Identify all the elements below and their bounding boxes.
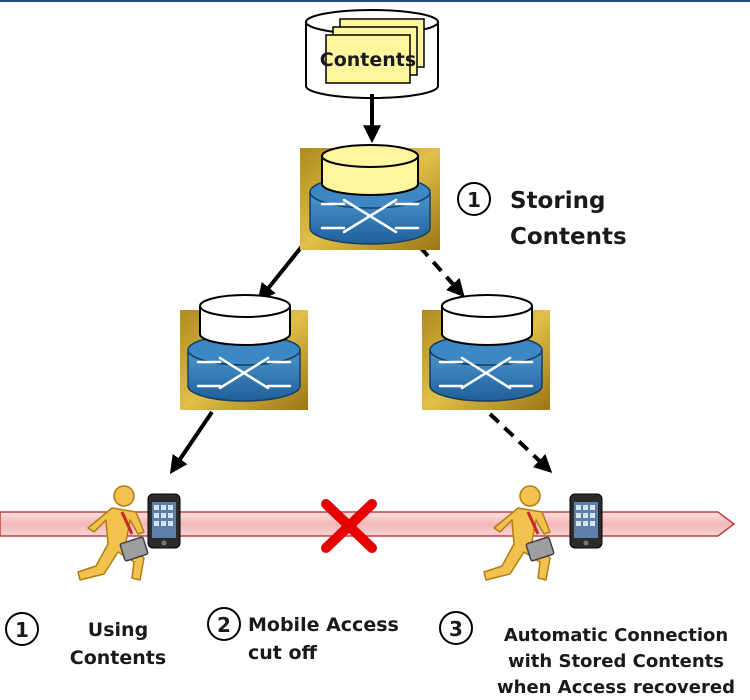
database-icon [321,144,419,196]
step-reconnect-line2: with Stored Contents [508,651,724,672]
arrow-right-to-user [488,412,553,473]
content-database: Contents [305,9,439,99]
step-cutoff-line2: cut off [248,642,318,664]
smartphone-icon [569,493,603,549]
step-cutoff-line1: Mobile Access [248,614,399,636]
step-number-badge [457,182,491,216]
arrow-root-to-right [418,245,465,298]
walking-person-icon [483,485,555,581]
root-cache-router [300,144,440,250]
step-storing-line2: Contents [510,224,627,250]
right-user [483,485,603,581]
step-using-line2: Contents [70,647,166,669]
step-reconnect-line3: when Access recovered [497,677,735,698]
arrow-left-to-user [169,410,214,474]
step-using: 1 Using Contents [5,612,166,669]
step-storing: 1 Storing Contents [457,182,627,250]
cut-mark-icon [321,499,377,553]
database-icon [199,294,291,346]
left-edge-router [180,294,308,410]
step-number-badge [5,612,39,646]
database-icon [441,294,533,346]
smartphone-icon [147,493,181,549]
walking-person-icon [77,485,149,581]
step-number-badge [439,611,473,645]
content-db-label: Contents [320,49,416,71]
left-user [77,485,181,581]
step-cutoff: 2 Mobile Access cut off [207,607,399,664]
step-number: 1 [15,618,29,642]
step-number: 1 [467,188,481,212]
step-reconnect-line1: Automatic Connection [504,625,728,646]
database-icon [305,9,439,99]
right-edge-router [422,294,550,410]
step-number: 2 [217,613,231,637]
arrow-root-to-left [257,243,305,302]
step-number-badge [207,607,241,641]
step-reconnect: 3 Automatic Connection with Stored Conte… [439,611,735,698]
step-using-line1: Using [88,619,148,641]
step-storing-line1: Storing [510,188,605,214]
step-number: 3 [449,617,463,641]
